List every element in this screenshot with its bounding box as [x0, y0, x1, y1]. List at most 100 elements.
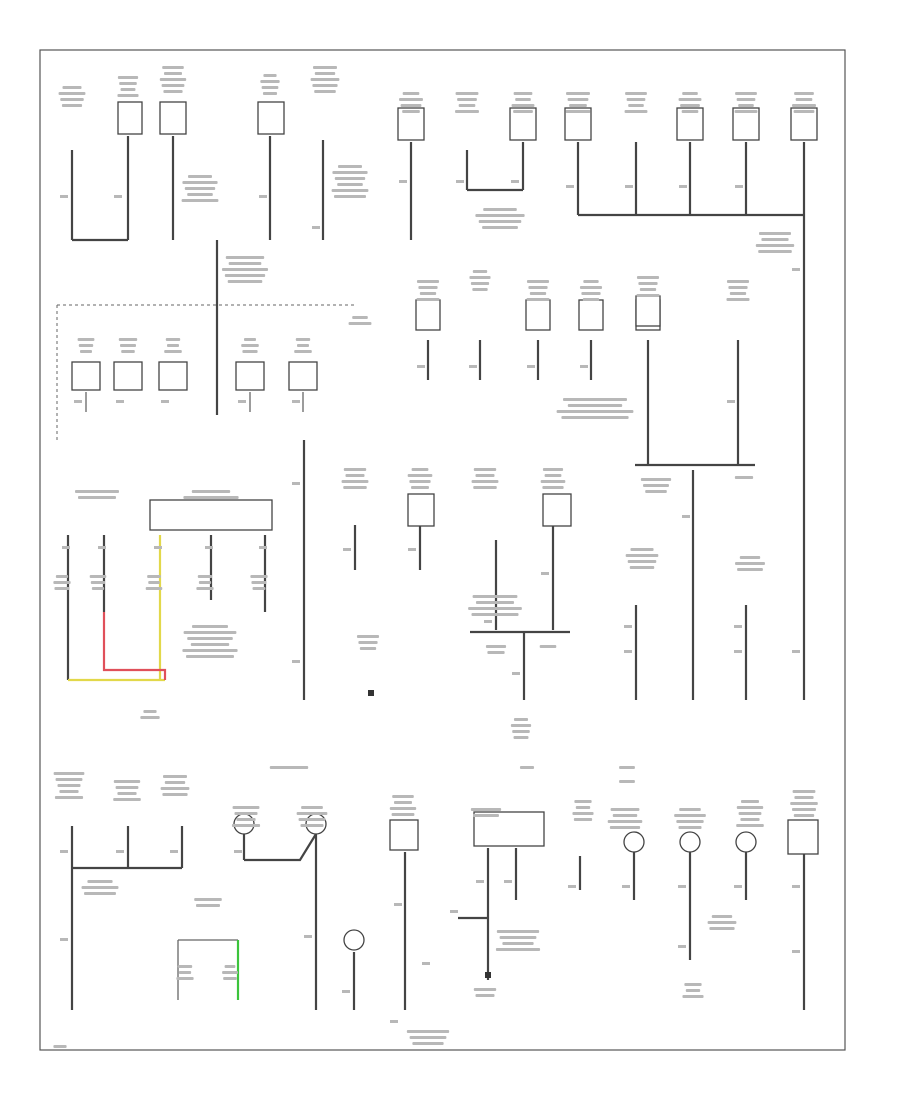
- unreadable-label: [117, 76, 139, 79]
- unreadable-label: [294, 350, 312, 353]
- wire-code: [580, 365, 588, 368]
- unreadable-label: [565, 110, 591, 113]
- wire-code: [734, 625, 742, 628]
- unreadable-label: [640, 478, 672, 481]
- unreadable-label: [310, 78, 340, 81]
- unreadable-label: [399, 98, 423, 101]
- unreadable-label: [406, 1030, 450, 1033]
- component-box: [415, 299, 441, 331]
- wire-code: [408, 548, 416, 551]
- component-box: [71, 361, 101, 391]
- unreadable-label: [729, 292, 747, 295]
- unreadable-labels: [53, 66, 818, 1048]
- unreadable-label: [262, 92, 278, 95]
- wire-code: [566, 185, 574, 188]
- lamp-symbol: [735, 831, 757, 853]
- unreadable-label: [458, 104, 476, 107]
- unreadable-label: [223, 977, 237, 980]
- unreadable-label: [177, 965, 193, 968]
- unreadable-label: [389, 807, 417, 810]
- wire-code: [292, 482, 300, 485]
- unreadable-label: [181, 199, 219, 202]
- unreadable-label: [761, 238, 789, 241]
- unreadable-label: [737, 568, 763, 571]
- unreadable-label: [296, 812, 328, 815]
- unreadable-label: [119, 82, 137, 85]
- unreadable-label: [161, 84, 185, 87]
- component-box: [787, 819, 819, 855]
- unreadable-label: [579, 286, 603, 289]
- unreadable-label: [117, 94, 139, 97]
- unreadable-label: [572, 812, 594, 815]
- component-box: [235, 361, 265, 391]
- wire-code: [417, 365, 425, 368]
- unreadable-label: [53, 772, 85, 775]
- component-box: [397, 107, 425, 141]
- unreadable-label: [513, 92, 533, 95]
- wire: [244, 833, 317, 862]
- unreadable-label: [455, 92, 479, 95]
- wire-code: [343, 548, 351, 551]
- lamp-symbol: [343, 929, 365, 951]
- component-box: [635, 295, 661, 327]
- unreadable-label: [472, 288, 488, 291]
- unreadable-label: [478, 220, 522, 223]
- unreadable-label: [224, 274, 266, 277]
- ground-terminal: [368, 690, 374, 696]
- unreadable-label: [113, 798, 141, 801]
- wire-code: [312, 226, 320, 229]
- unreadable-label: [301, 806, 323, 809]
- wire-code: [342, 990, 350, 993]
- unreadable-label: [222, 971, 238, 974]
- wire-code: [98, 546, 106, 549]
- unreadable-label: [736, 806, 764, 809]
- component-box: [407, 493, 435, 527]
- unreadable-label: [792, 104, 816, 107]
- unreadable-label: [471, 480, 499, 483]
- unreadable-label: [263, 74, 277, 77]
- wire-code: [74, 400, 82, 403]
- wire-code: [624, 650, 632, 653]
- unreadable-label: [685, 989, 701, 992]
- unreadable-label: [470, 282, 490, 285]
- wire: [102, 612, 167, 680]
- unreadable-label: [726, 298, 750, 301]
- unreadable-label: [496, 930, 540, 933]
- unreadable-label: [636, 276, 660, 279]
- unreadable-label: [513, 718, 529, 721]
- component-box: [790, 107, 818, 141]
- unreadable-label: [629, 566, 655, 569]
- unreadable-label: [539, 645, 557, 648]
- unreadable-label: [682, 995, 704, 998]
- unreadable-label: [759, 232, 791, 235]
- unreadable-label: [241, 344, 259, 347]
- unreadable-label: [182, 181, 218, 184]
- unreadable-label: [794, 92, 814, 95]
- unreadable-label: [409, 480, 431, 483]
- unreadable-label: [707, 921, 737, 924]
- unreadable-label: [332, 171, 368, 174]
- unreadable-label: [741, 800, 759, 803]
- unreadable-label: [312, 84, 338, 87]
- unreadable-label: [471, 613, 519, 616]
- unreadable-label: [90, 581, 106, 584]
- unreadable-label: [120, 88, 136, 91]
- unreadable-label: [183, 496, 239, 499]
- unreadable-label: [191, 490, 231, 493]
- unreadable-label: [485, 645, 507, 648]
- unreadable-label: [510, 724, 532, 727]
- unreadable-label: [475, 214, 525, 217]
- unreadable-label: [402, 110, 420, 113]
- component-box: [473, 811, 545, 847]
- unreadable-label: [184, 187, 216, 190]
- unreadable-label: [244, 338, 256, 341]
- unreadable-label: [53, 1045, 67, 1048]
- unreadable-label: [612, 814, 638, 817]
- unreadable-label: [58, 92, 86, 95]
- wire-code: [116, 400, 124, 403]
- unreadable-label: [164, 350, 182, 353]
- unreadable-label: [630, 548, 654, 551]
- unreadable-label: [790, 802, 818, 805]
- unreadable-label: [575, 806, 591, 809]
